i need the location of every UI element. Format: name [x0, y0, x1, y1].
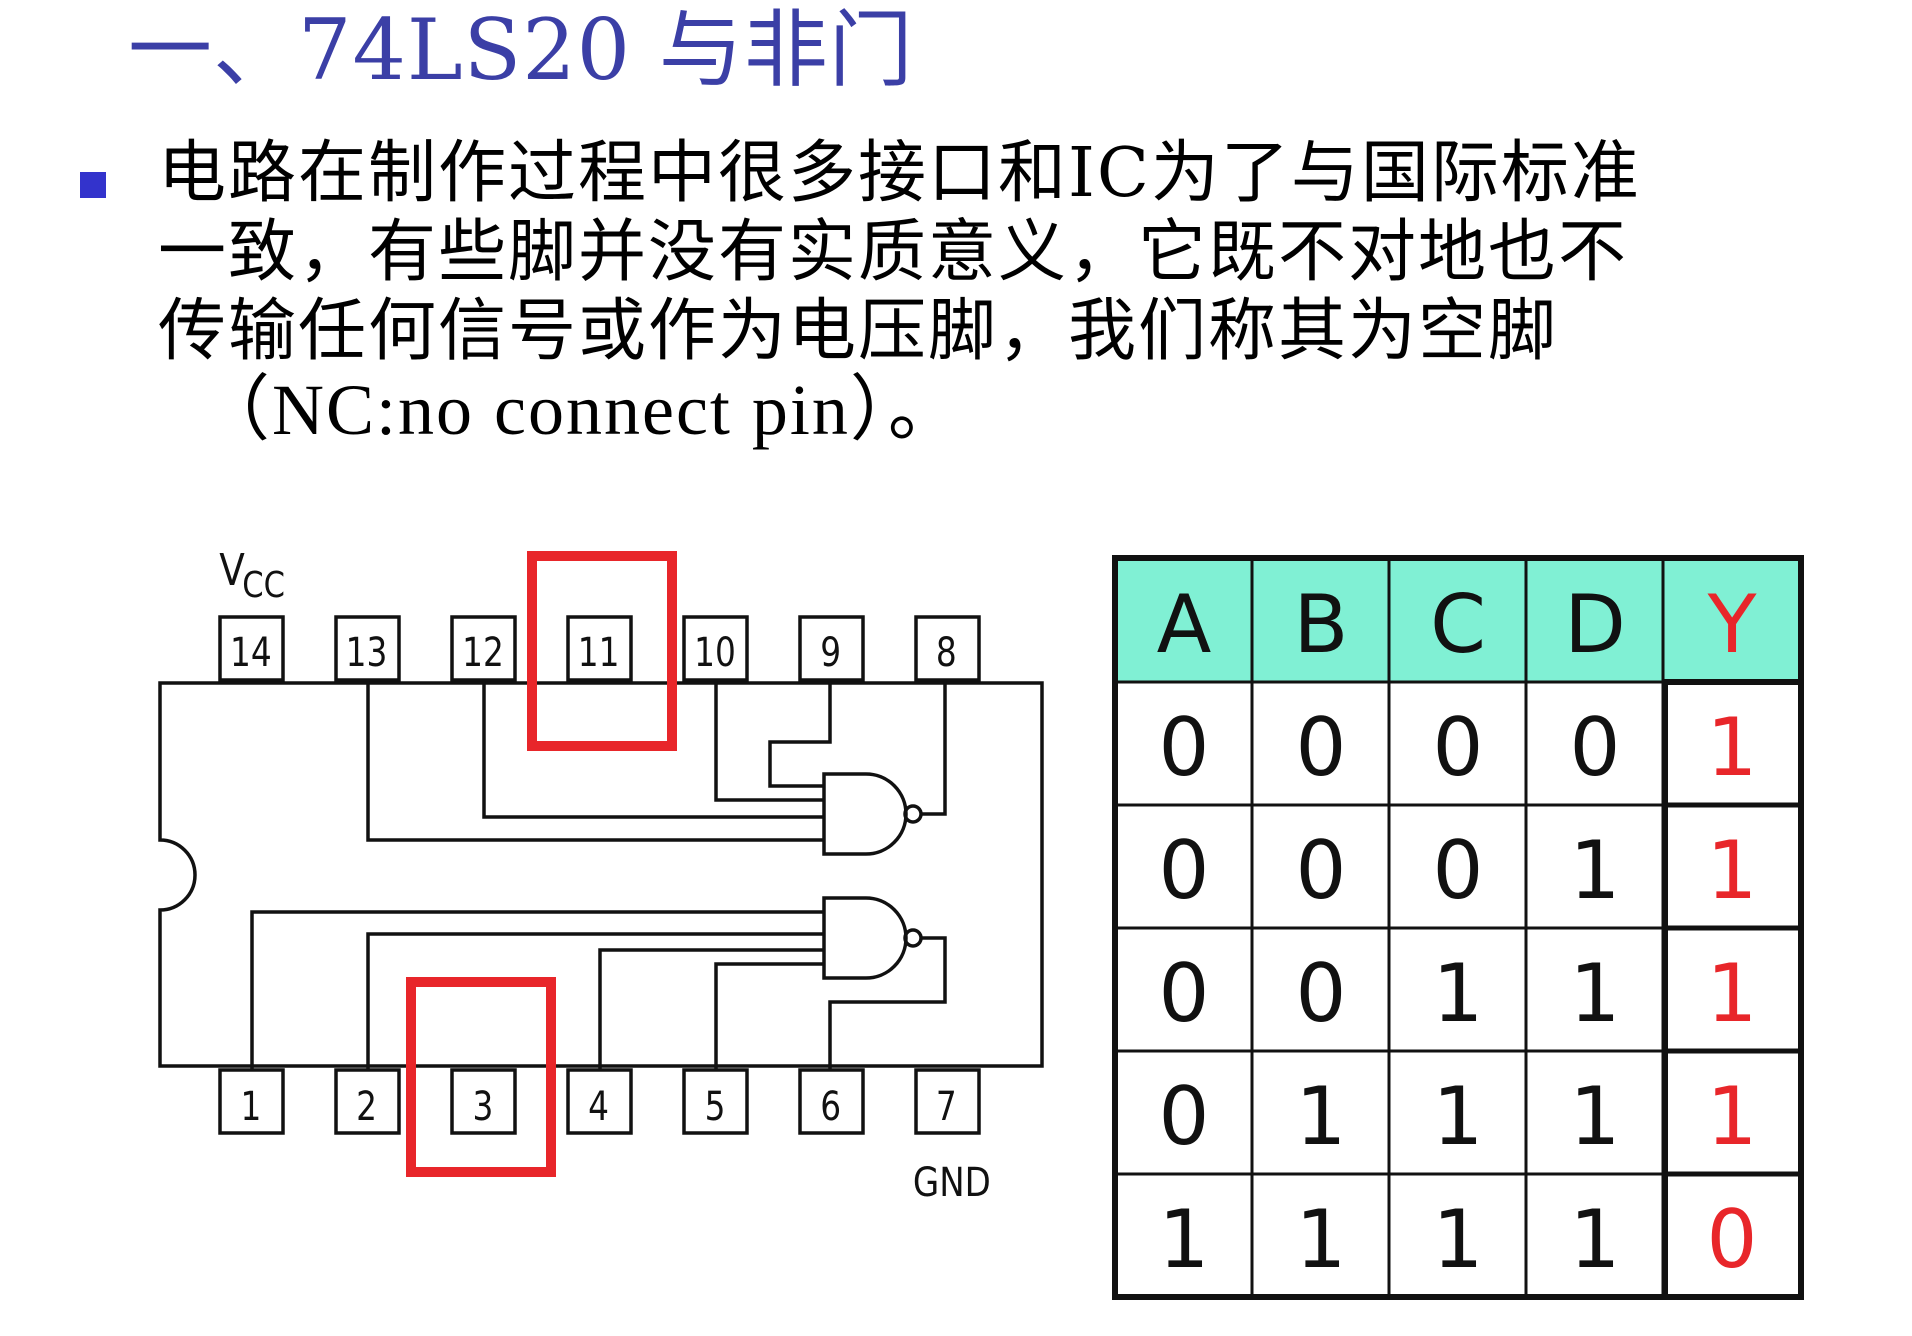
top-pin-boxes	[218, 615, 981, 682]
header-d: D	[1564, 578, 1626, 671]
cell-r1-c: 0	[1433, 701, 1484, 794]
highlight-box-pin11	[527, 551, 677, 751]
pin-label-3: 3	[473, 1083, 494, 1130]
chip-body	[158, 681, 1044, 1068]
pin-label-8: 8	[936, 629, 957, 676]
highlight-box-pin3	[406, 977, 556, 1177]
wire-pin5	[714, 962, 824, 1069]
wire-pin9	[768, 681, 832, 788]
pin-box-1	[218, 1068, 285, 1135]
bullet-square-icon	[80, 172, 106, 198]
pin-label-2: 2	[356, 1083, 377, 1130]
paragraph-line: 传输任何信号或作为电压脚，我们称其为空脚	[158, 292, 1559, 371]
cell-r5-b: 1	[1296, 1193, 1347, 1286]
pin-label-4: 4	[588, 1083, 609, 1130]
cell-r1-d: 0	[1570, 701, 1621, 794]
pin-label-10: 10	[694, 629, 736, 676]
pin-box-6	[798, 1068, 865, 1135]
pin-box-2	[334, 1068, 401, 1135]
cell-r4-a: 0	[1159, 1070, 1210, 1163]
bottom-pin-boxes	[218, 1068, 981, 1135]
paragraph-line: 电路在制作过程中很多接口和IC为了与国际标准	[158, 134, 1641, 213]
paragraph-line: （NC:no connect pin）。	[198, 370, 962, 450]
truth-table-header-bg	[1115, 558, 1801, 682]
gnd-label: GND	[913, 1159, 991, 1205]
pin-box-5	[682, 1068, 749, 1135]
pin-label-9: 9	[820, 629, 841, 676]
cell-r2-a: 0	[1159, 824, 1210, 917]
header-b: B	[1294, 578, 1349, 671]
cell-r5-a: 1	[1159, 1193, 1210, 1286]
output-column-border	[1662, 679, 1804, 1300]
cell-r4-d: 1	[1570, 1070, 1621, 1163]
pin-box-8	[914, 615, 981, 682]
cell-r2-d: 1	[1570, 824, 1621, 917]
cell-r4-c: 1	[1433, 1070, 1484, 1163]
wire-pin2	[366, 932, 824, 1069]
cell-r2-b: 0	[1296, 824, 1347, 917]
pin-box-3	[450, 1068, 517, 1135]
pin-label-12: 12	[462, 629, 504, 676]
wire-pin6-output	[828, 936, 947, 1069]
cell-r2-y: 1	[1707, 824, 1758, 917]
pin-box-9	[798, 615, 865, 682]
cell-r2-c: 0	[1433, 824, 1484, 917]
paragraph-line: 一致，有些脚并没有实质意义，它既不对地也不	[158, 213, 1629, 292]
pin-box-11	[566, 615, 633, 682]
cell-r1-y: 1	[1707, 701, 1758, 794]
pin-label-5: 5	[705, 1083, 726, 1130]
header-y: Y	[1707, 578, 1758, 671]
cell-r4-y: 1	[1707, 1070, 1758, 1163]
cell-r3-d: 1	[1570, 947, 1621, 1040]
pin-box-7	[914, 1068, 981, 1135]
pin-box-13	[334, 615, 401, 682]
pin-label-1: 1	[240, 1083, 261, 1130]
wire-pin13	[366, 681, 824, 842]
pin-box-12	[450, 615, 517, 682]
pin-box-10	[682, 615, 749, 682]
pin-label-13: 13	[346, 629, 388, 676]
slide-title: 一、74LS20 与非门	[128, 1, 914, 99]
header-c: C	[1430, 578, 1486, 671]
cell-r3-y: 1	[1707, 947, 1758, 1040]
pin-label-7: 7	[936, 1083, 957, 1130]
cell-r4-b: 1	[1296, 1070, 1347, 1163]
cell-r5-d: 1	[1570, 1193, 1621, 1286]
wire-pin12	[482, 681, 824, 819]
cell-r1-b: 0	[1296, 701, 1347, 794]
pin-label-6: 6	[820, 1083, 841, 1130]
pin-box-14	[218, 615, 285, 682]
cell-r5-y: 0	[1707, 1193, 1758, 1286]
wire-pin4	[598, 948, 824, 1069]
pin-box-4	[566, 1068, 633, 1135]
cell-r3-b: 0	[1296, 947, 1347, 1040]
wire-pin10	[714, 681, 824, 802]
vcc-label-v: V	[219, 544, 245, 596]
cell-r5-c: 1	[1433, 1193, 1484, 1286]
header-a: A	[1157, 578, 1212, 671]
cell-r3-c: 1	[1433, 947, 1484, 1040]
cell-r3-a: 0	[1159, 947, 1210, 1040]
vcc-label-sub: CC	[242, 564, 285, 606]
wire-pin8-output	[921, 681, 947, 816]
cell-r1-a: 0	[1159, 701, 1210, 794]
body-paragraph: 电路在制作过程中很多接口和IC为了与国际标准 一致，有些脚并没有实质意义，它既不…	[158, 134, 1718, 450]
pin-label-14: 14	[230, 629, 272, 676]
wire-pin1	[250, 910, 824, 1069]
pin-label-11: 11	[578, 629, 620, 676]
